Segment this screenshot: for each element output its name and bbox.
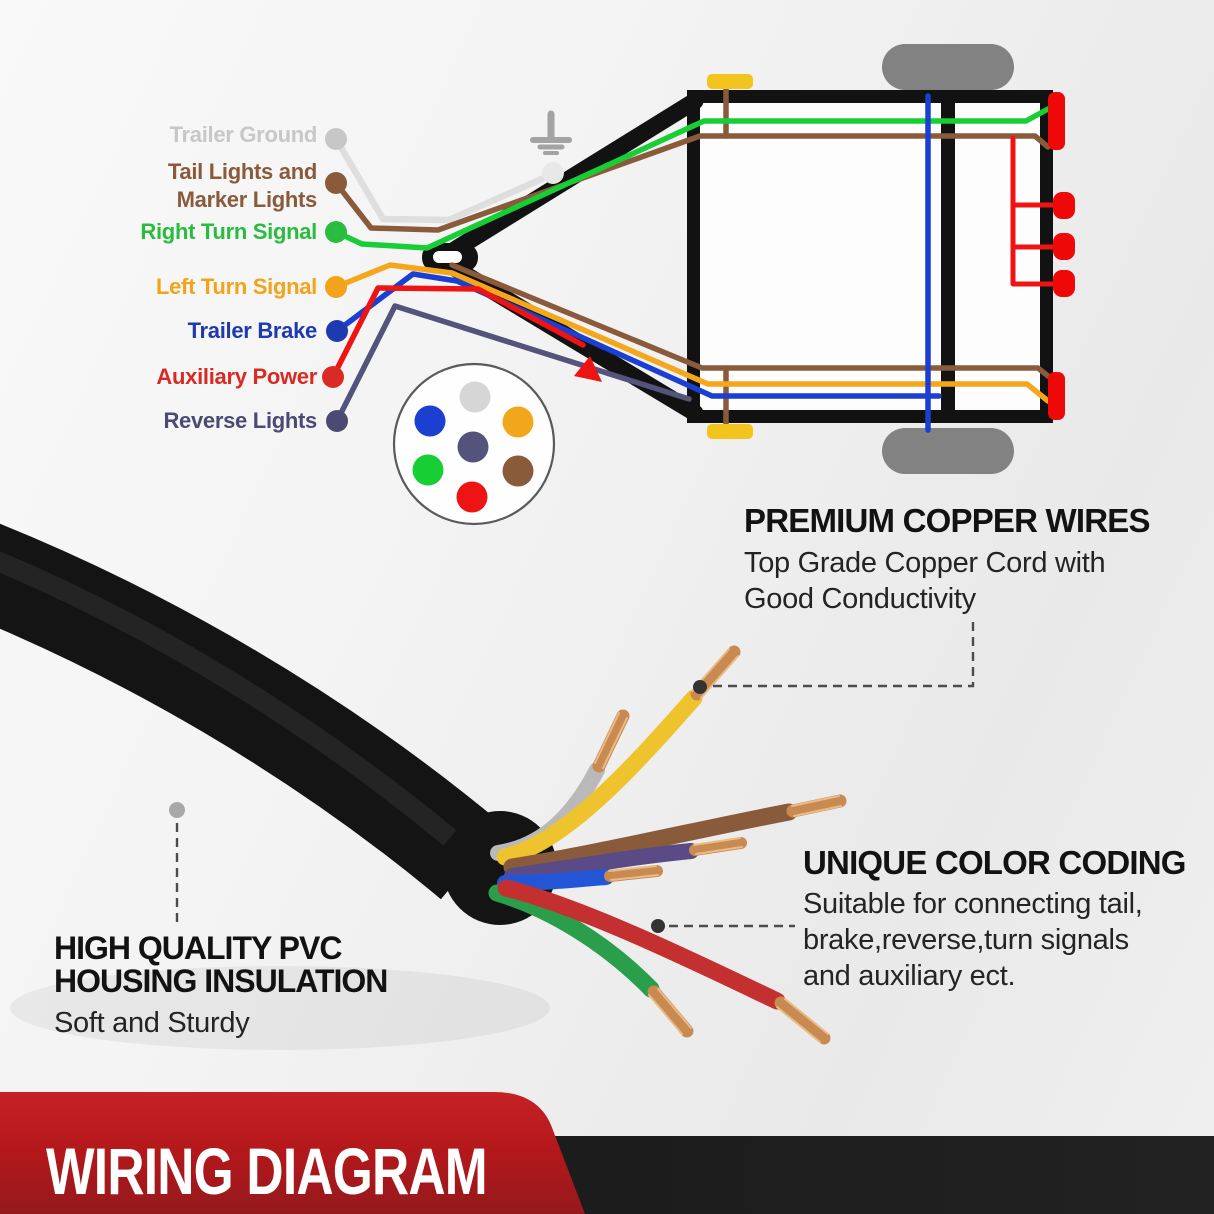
tongue-arm-upper [434,92,704,266]
section-line: Soft and Sturdy [54,1007,250,1039]
legend-label-right-turn: Right Turn Signal [17,218,317,246]
dot-tail-lights [325,172,347,194]
wire-auxiliary [330,285,586,380]
dot-trailer-brake [326,320,348,342]
legend-label-reverse-lights: Reverse Lights [17,407,317,435]
callout-dot-insulation [169,802,185,818]
section-title: HIGH QUALITY PVC [54,930,342,966]
banner-title: WIRING DIAGRAM [46,1134,488,1208]
section-line: Top Grade Copper Cord with [744,547,1106,579]
section-title: UNIQUE COLOR CODING [803,844,1186,881]
pin-right-turn [412,454,444,486]
legend-text: Right Turn Signal [140,219,317,244]
section-title: HOUSING INSULATION [54,963,388,999]
section-premium-copper: PREMIUM COPPER WIRES Top Grade Copper Co… [744,502,1151,617]
copper-tip-brown [786,794,847,818]
copper-tip-green [647,985,694,1038]
wheel-bottom [882,428,1014,474]
legend-text: Auxiliary Power [156,364,317,389]
wire-trailer-ground [332,135,557,224]
dot-left-turn [325,276,347,298]
leader-lines [175,622,975,928]
side-marker-3 [1053,270,1075,297]
photo-wire-yellow [496,689,703,866]
section-line: brake,reverse,turn signals [803,924,1129,956]
wheel-top [882,44,1014,90]
photo-wire-red [497,879,786,1010]
photo-wire-brown [503,803,798,876]
section-color-coding: UNIQUE COLOR CODING Suitable for connect… [803,844,1186,994]
dot-auxiliary [322,366,344,388]
legend-label-auxiliary-power: Auxiliary Power [17,363,317,391]
cable-highlight [0,551,457,846]
cable-jacket [0,523,504,900]
trailer-cross-member [941,97,955,416]
legend-text: Trailer Ground [169,122,318,147]
pin-left-turn [502,406,534,438]
marker-light-top [707,74,753,89]
section-title: PREMIUM COPPER WIRES [744,502,1151,539]
legend-text: Marker Lights [176,187,318,212]
pin-reverse [457,431,489,463]
callout-dot-copper [693,680,707,694]
cable-photo [0,523,975,1050]
wire-side-marker-circuit [1010,135,1056,287]
dot-reverse [326,410,348,432]
legend-label-trailer-ground: Trailer Ground [17,121,318,149]
copper-tip-blue [604,865,663,882]
callout-dot-color-coding [651,919,665,933]
wire-right-turn [333,106,1051,251]
section-line: and auxiliary ect. [803,960,1016,992]
legend-label-trailer-brake: Trailer Brake [17,317,318,345]
trailer-body [687,90,1053,423]
legend-text: Reverse Lights [163,408,317,433]
legend-dots [322,128,348,432]
section-pvc-insulation: HIGH QUALITY PVC HOUSING INSULATION Soft… [54,930,388,1041]
pin-tail [502,455,534,487]
legend-text: Trailer Brake [187,318,318,343]
photo-wire-purple [504,843,699,884]
copper-tip-purple [689,837,747,856]
copper-tips [592,645,847,1045]
wire-trailer-brake [334,271,942,399]
section-line: Suitable for connecting tail, [803,888,1143,920]
auxiliary-arrowhead [574,356,602,382]
marker-light-bottom [707,424,753,439]
pin-ground [459,381,491,413]
wire-left-turn [333,262,1051,404]
photo-wire-blue [497,869,614,891]
pin-auxiliary [456,481,488,513]
cable-shadow [10,966,550,1050]
tail-light-bottom [1048,372,1065,420]
legend-text: Left Turn Signal [155,274,317,299]
legend-label-tail-marker-lights: Tail Lights and Marker Lights [17,158,317,214]
connector-face [392,362,556,526]
side-marker-2 [1053,233,1075,260]
copper-tip-gray [592,709,630,773]
leader-copper [708,622,975,688]
copper-tip-red [774,996,831,1045]
dot-right-turn [325,221,347,243]
tail-light-top [1048,92,1065,150]
coupler-latch-slot [433,251,462,263]
legend-text: Tail Lights and [167,159,317,184]
ground-connection-dot [542,162,564,184]
section-line: Good Conductivity [744,583,976,615]
trailer-diagram [322,44,1075,526]
pin-brake [414,405,446,437]
legend-label-left-turn: Left Turn Signal [17,273,317,301]
side-marker-1 [1053,192,1075,219]
dot-trailer-ground [325,128,347,150]
banner-red-shape [0,1092,585,1214]
ground-icon [530,110,572,155]
wire-tail-lights-bottom [449,262,1051,379]
